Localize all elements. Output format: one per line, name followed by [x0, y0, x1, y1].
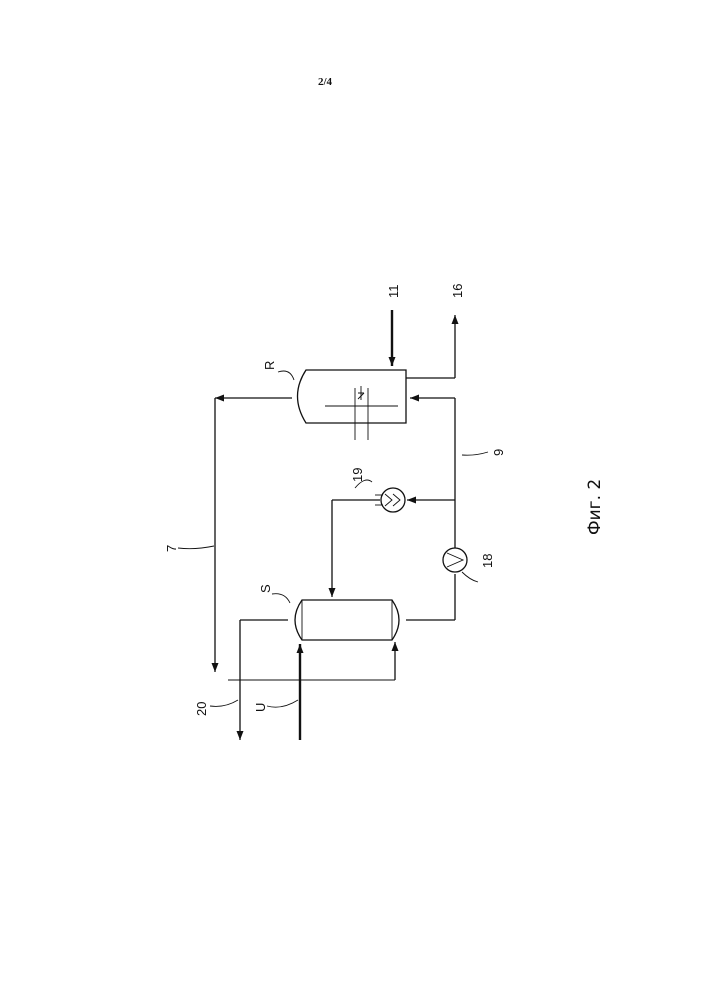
label-stream-16: 16: [450, 284, 465, 298]
label-feed-u: U: [253, 703, 268, 712]
separator-vessel: [295, 600, 399, 640]
figure-caption: Фиг. 2: [585, 479, 605, 535]
label-pump-18: 18: [480, 554, 495, 568]
label-reactor: R: [262, 361, 277, 370]
label-separator: S: [258, 584, 273, 593]
stream-9-line: [407, 398, 455, 548]
label-cooler-19: 19: [350, 468, 365, 482]
stream-16-line: [406, 315, 455, 378]
stream-19-line: [332, 500, 380, 597]
separator-return-line: [228, 642, 395, 680]
separator-to-pump-line: [406, 574, 455, 620]
reactor-vessel: [298, 370, 407, 440]
label-stream-20: 20: [194, 702, 209, 716]
pump-icon: [443, 548, 467, 572]
label-stream-9: 9: [491, 449, 506, 456]
label-leaders: [178, 371, 488, 707]
stream-7-line: [215, 398, 292, 672]
label-stream-11: 11: [386, 285, 401, 299]
label-stream-7: 7: [164, 545, 179, 552]
